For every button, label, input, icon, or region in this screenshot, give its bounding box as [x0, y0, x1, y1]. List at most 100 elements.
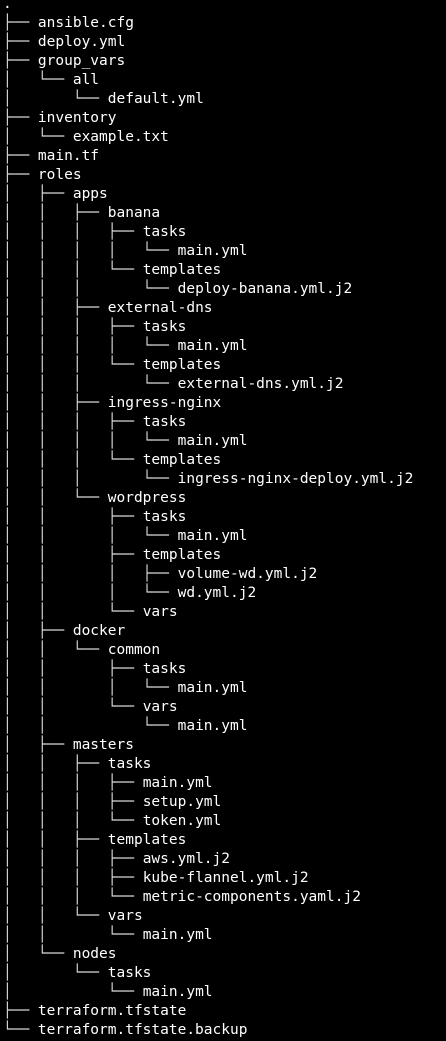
tree-entry-name: nodes: [72, 946, 117, 962]
tree-line: │ │ │ │ └── main.yml: [3, 242, 413, 261]
tree-entry-name: templates: [142, 262, 222, 278]
tree-line: │ │ ├── ingress-nginx: [3, 394, 413, 413]
tree-guide: ├──: [3, 34, 38, 50]
tree-guide: │ │ └──: [3, 699, 143, 715]
tree-entry-name: roles: [37, 167, 82, 183]
tree-line: │ │ ├── tasks: [3, 660, 413, 679]
tree-guide: │ │ │ └──: [3, 452, 143, 468]
tree-entry-name: all: [72, 72, 100, 88]
tree-entry-name: main.yml: [142, 775, 213, 791]
tree-entry-name: terraform.tfstate.backup: [37, 1022, 248, 1038]
tree-guide: │ │ ├──: [3, 756, 108, 772]
tree-line: │ └── default.yml: [3, 90, 413, 109]
tree-entry-name: main.yml: [177, 680, 248, 696]
tree-guide: │ │ │ ├──: [3, 224, 143, 240]
tree-line: │ │ │ └── main.yml: [3, 527, 413, 546]
tree-line: │ │ │ └── templates: [3, 261, 413, 280]
tree-entry-name: tasks: [142, 509, 187, 525]
tree-guide: │ │ ├──: [3, 509, 143, 525]
tree-entry-name: main.yml: [177, 338, 248, 354]
tree-entry-name: wd.yml.j2: [177, 585, 257, 601]
tree-entry-name: templates: [142, 357, 222, 373]
tree-guide: │ │ └──: [3, 927, 143, 943]
tree-line: │ │ │ ├── tasks: [3, 223, 413, 242]
tree-entry-name: tasks: [142, 414, 187, 430]
tree-entry-name: example.txt: [72, 129, 169, 145]
tree-line: │ │ │ ├── main.yml: [3, 774, 413, 793]
tree-entry-name: tasks: [142, 661, 187, 677]
tree-entry-name: vars: [142, 699, 178, 715]
tree-guide: │ └──: [3, 72, 73, 88]
tree-guide: │ ├──: [3, 186, 73, 202]
tree-line: ├── roles: [3, 166, 413, 185]
tree-line: │ └── tasks: [3, 964, 413, 983]
tree-entry-name: main.yml: [142, 927, 213, 943]
tree-entry-name: group_vars: [37, 53, 126, 69]
tree-guide: │ │ │ ├──: [3, 566, 178, 582]
tree-entry-name: kube-flannel.yml.j2: [142, 870, 309, 886]
tree-entry-name: vars: [107, 908, 143, 924]
tree-entry-name: vars: [142, 604, 178, 620]
tree-guide: │ │ │ └──: [3, 376, 178, 392]
tree-entry-name: common: [107, 642, 161, 658]
tree-entry-name: inventory: [37, 110, 117, 126]
tree-entry-name: banana: [107, 205, 161, 221]
tree-line: ├── terraform.tfstate: [3, 1002, 413, 1021]
tree-line: │ │ │ └── wd.yml.j2: [3, 584, 413, 603]
tree-entry-name: external-dns.yml.j2: [177, 376, 344, 392]
tree-line: │ │ └── vars: [3, 698, 413, 717]
tree-line: ├── ansible.cfg: [3, 14, 413, 33]
tree-entry-name: terraform.tfstate: [37, 1003, 187, 1019]
tree-line: │ │ └── wordpress: [3, 489, 413, 508]
tree-entry-name: wordpress: [107, 490, 187, 506]
tree-guide: │ │ │ ├──: [3, 775, 143, 791]
tree-entry-name: templates: [142, 547, 222, 563]
tree-guide: │ │ └──: [3, 642, 108, 658]
tree-line: │ │ │ └── metric-components.yaml.j2: [3, 888, 413, 907]
tree-entry-name: tasks: [142, 319, 187, 335]
tree-guide: └──: [3, 1022, 38, 1038]
tree-entry-name: main.yml: [177, 243, 248, 259]
tree-guide: │ └──: [3, 946, 73, 962]
tree-guide: │ │ ├──: [3, 300, 108, 316]
tree-entry-name: apps: [72, 186, 108, 202]
tree-line: │ │ └── common: [3, 641, 413, 660]
tree-line: │ │ │ ├── tasks: [3, 318, 413, 337]
tree-entry-name: ingress-nginx-deploy.yml.j2: [177, 471, 414, 487]
tree-guide: │ │ │ │ └──: [3, 338, 178, 354]
tree-line: │ │ │ └── external-dns.yml.j2: [3, 375, 413, 394]
tree-entry-name: metric-components.yaml.j2: [142, 889, 361, 905]
tree-line: │ │ │ ├── tasks: [3, 413, 413, 432]
tree-guide: │ │ │ │ └──: [3, 243, 178, 259]
tree-line: ├── inventory: [3, 109, 413, 128]
tree-line: │ └── main.yml: [3, 983, 413, 1002]
tree-guide: │ │ ├──: [3, 205, 108, 221]
tree-entry-name: main.yml: [177, 433, 248, 449]
tree-line: ├── group_vars: [3, 52, 413, 71]
tree-guide: │ └──: [3, 984, 143, 1000]
tree-line: │ ├── masters: [3, 736, 413, 755]
tree-guide: ├──: [3, 167, 38, 183]
tree-guide: │ └──: [3, 965, 108, 981]
tree-guide: │ │ │ └──: [3, 889, 143, 905]
tree-entry-name: main.yml: [177, 528, 248, 544]
tree-guide: │ │ │ ├──: [3, 870, 143, 886]
tree-guide: ├──: [3, 15, 38, 31]
tree-guide: │ │ │ └──: [3, 262, 143, 278]
tree-guide: │ │ │ └──: [3, 471, 178, 487]
tree-line: │ ├── docker: [3, 622, 413, 641]
tree-line: │ │ │ │ └── main.yml: [3, 432, 413, 451]
tree-guide: ├──: [3, 148, 38, 164]
tree-line: │ │ │ ├── aws.yml.j2: [3, 850, 413, 869]
tree-guide: │ └──: [3, 129, 73, 145]
tree-entry-name: tasks: [107, 965, 152, 981]
tree-line: │ │ │ └── ingress-nginx-deploy.yml.j2: [3, 470, 413, 489]
tree-guide: │ │ ├──: [3, 661, 143, 677]
tree-line: │ │ ├── tasks: [3, 755, 413, 774]
tree-guide: │ │ ├──: [3, 832, 108, 848]
tree-guide: │ │ │ ├──: [3, 851, 143, 867]
tree-line: │ │ │ └── templates: [3, 356, 413, 375]
tree-line: │ │ │ ├── setup.yml: [3, 793, 413, 812]
tree-line: │ │ ├── templates: [3, 546, 413, 565]
tree-entry-name: main.yml: [177, 718, 248, 734]
